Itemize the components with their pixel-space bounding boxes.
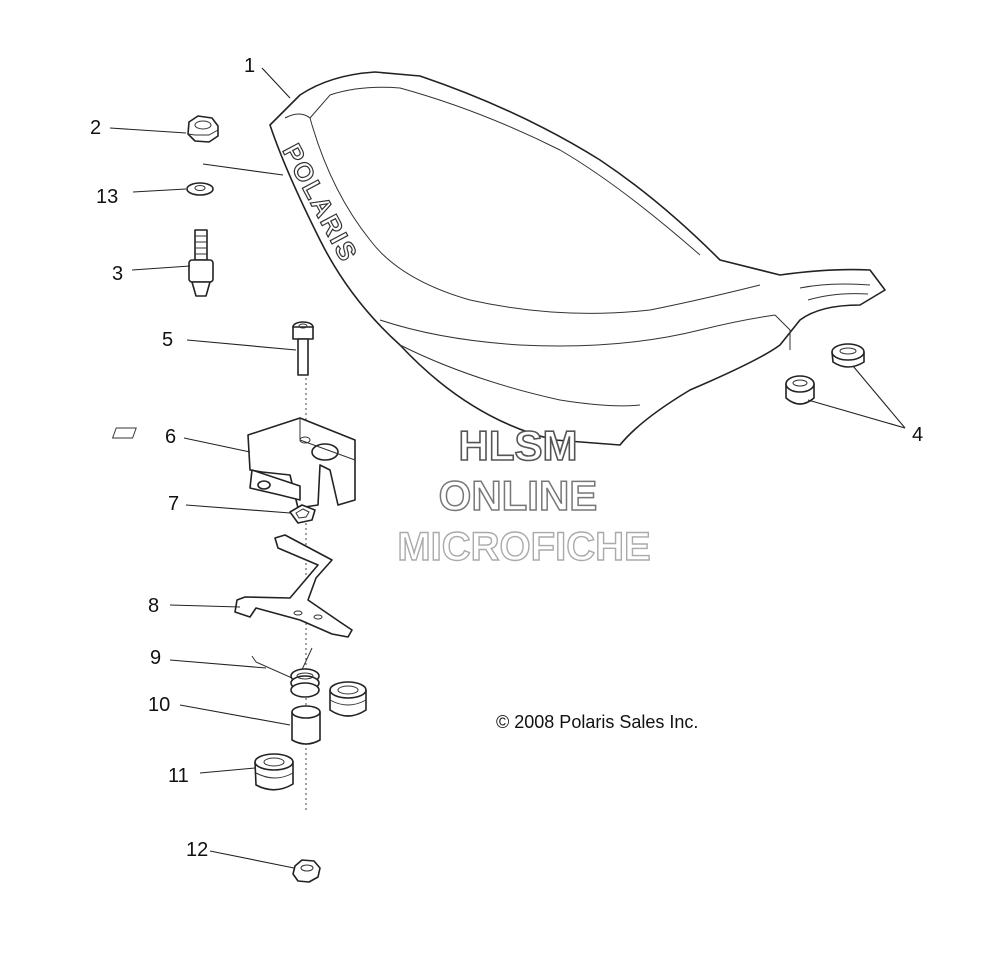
callout-11: 11 [168, 765, 189, 787]
shoulder-bolt [292, 321, 314, 376]
spring [251, 647, 320, 698]
watermark-line-3: MICROFICHE [397, 525, 650, 569]
clip [289, 504, 316, 524]
callout-5: 5 [162, 329, 173, 351]
watermark-line-2: ONLINE [439, 472, 598, 519]
callout-4: 4 [912, 424, 923, 446]
watermark-line-1: HLSM [459, 422, 578, 469]
callout-3: 3 [112, 263, 123, 285]
latch-plate [234, 534, 353, 638]
callout-9: 9 [150, 647, 161, 669]
seat-bumper-right [831, 343, 865, 368]
callout-13: 13 [96, 186, 118, 208]
grommet-lower [254, 753, 294, 791]
seat-bumper-left [785, 375, 815, 405]
washer [186, 182, 214, 196]
flange-nut [187, 115, 219, 143]
bushing [291, 705, 321, 745]
callout-2: 2 [90, 117, 101, 139]
grommet-upper [329, 681, 367, 717]
copyright-text: © 2008 Polaris Sales Inc. [496, 712, 698, 732]
callout-1: 1 [244, 55, 255, 77]
latch-bracket [111, 417, 356, 509]
hex-nut [292, 859, 321, 883]
callout-8: 8 [148, 595, 159, 617]
callout-12: 12 [186, 839, 208, 861]
callout-10: 10 [148, 694, 170, 716]
watermark: HLSM ONLINE MICROFICHE [397, 421, 652, 570]
leader-lines [109, 67, 906, 869]
callout-7: 7 [168, 493, 179, 515]
callout-6: 6 [165, 426, 176, 448]
callout-labels: 1 2 13 3 5 6 7 8 9 10 11 12 4 [90, 55, 923, 861]
stud [188, 229, 214, 297]
